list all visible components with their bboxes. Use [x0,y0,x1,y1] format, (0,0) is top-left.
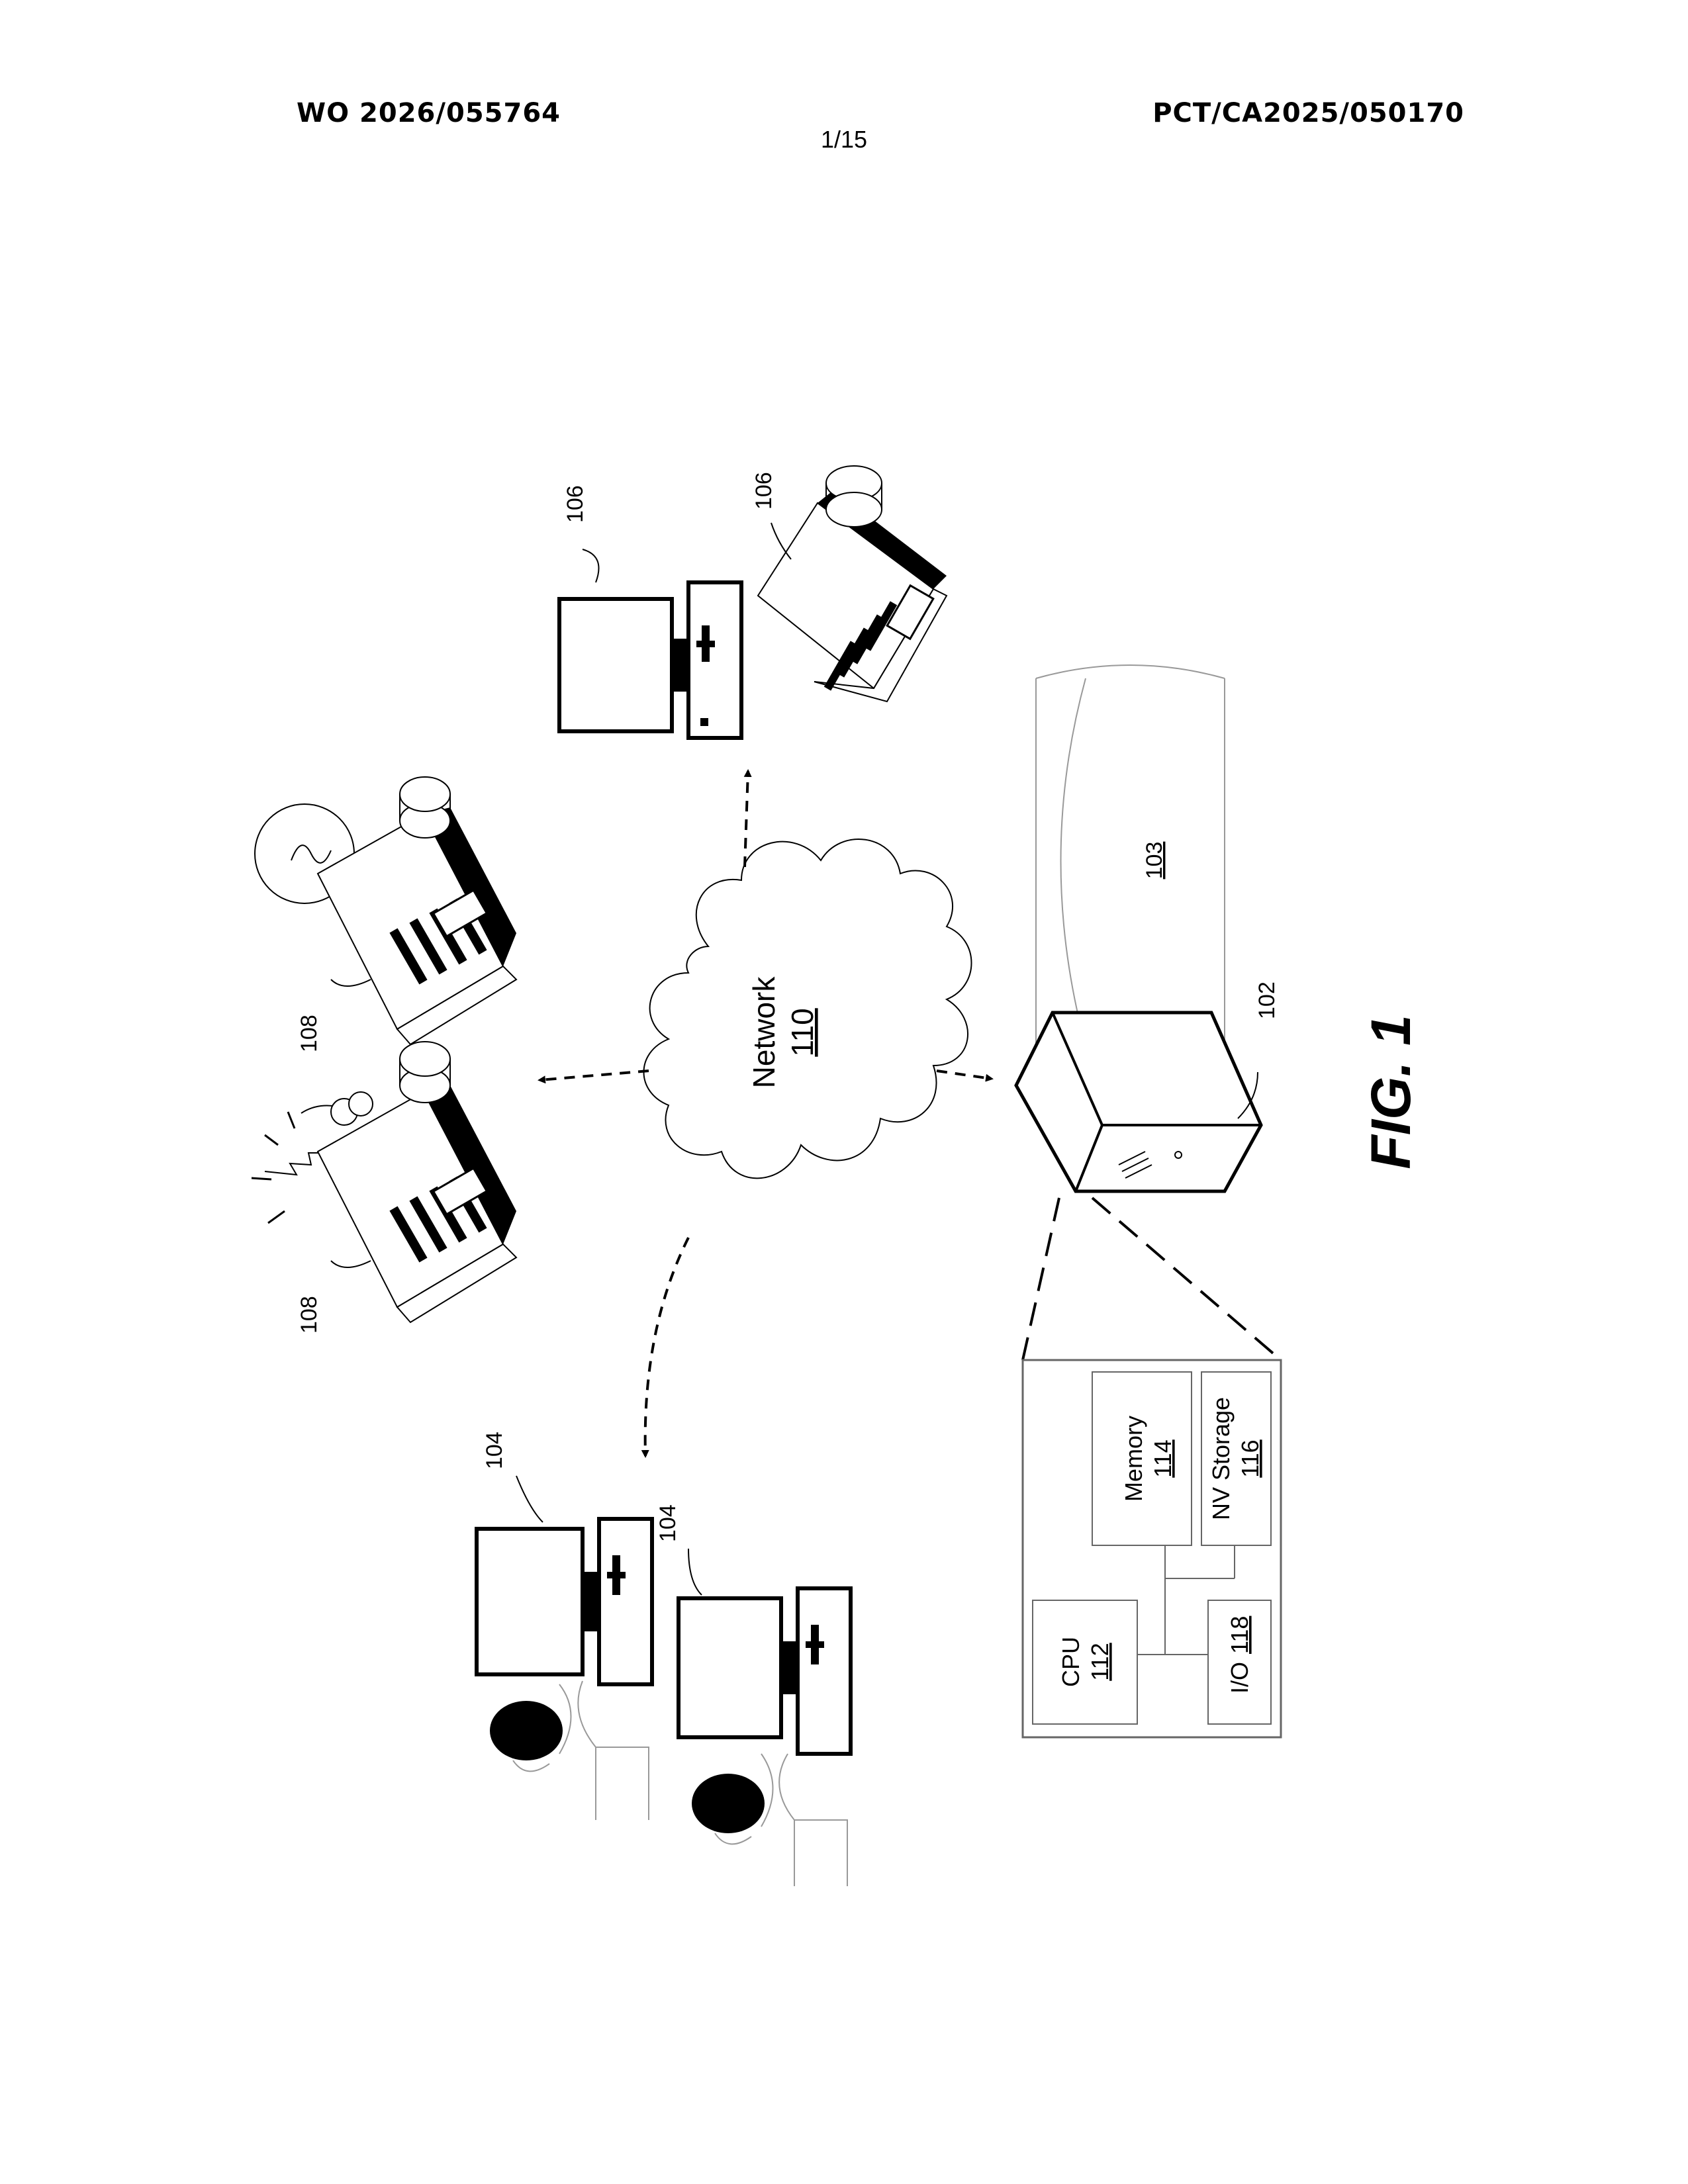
user-workstation-104-b: 104 [655,1504,851,1886]
server-102: 102 [1016,981,1280,1191]
link-to-104 [645,1238,688,1456]
ref-106-b: 106 [751,472,776,510]
rack-server-108-cloud: 108 [252,1042,516,1334]
computer-106: 106 [559,485,741,738]
nv-storage-label: NV Storage [1207,1397,1235,1520]
link-to-102 [937,1071,992,1079]
cpu-ref: 112 [1086,1643,1113,1680]
cpu-block [1033,1600,1137,1724]
ref-106-a: 106 [563,485,588,523]
figure-caption: FIG. 1 [1360,1015,1422,1169]
rack-server-108-globe: 108 [255,777,516,1052]
memory-ref: 114 [1149,1439,1176,1477]
ref-104-b: 104 [655,1504,680,1542]
ref-104-a: 104 [482,1432,507,1469]
ref-102: 102 [1254,981,1280,1019]
ref-103: 103 [1142,842,1167,880]
io-label: I/O [1226,1662,1253,1694]
ref-108-a: 108 [297,1296,322,1334]
user-workstation-104-a: 104 [477,1432,652,1820]
rack-server-106: 106 [751,466,947,702]
cpu-label: CPU [1057,1637,1084,1687]
server-detail: Memory 114 NV Storage 116 CPU 112 I/O 11… [1023,1198,1281,1737]
io-ref: 118 [1226,1616,1253,1654]
network-label: Network [747,976,781,1089]
memory-label: Memory [1120,1416,1147,1502]
nv-storage-ref: 116 [1237,1439,1264,1477]
link-to-108 [539,1071,649,1080]
link-to-106 [745,771,748,867]
network-cloud: Network 110 [644,839,972,1178]
network-ref: 110 [785,1008,820,1056]
ref-108-b: 108 [297,1015,322,1052]
